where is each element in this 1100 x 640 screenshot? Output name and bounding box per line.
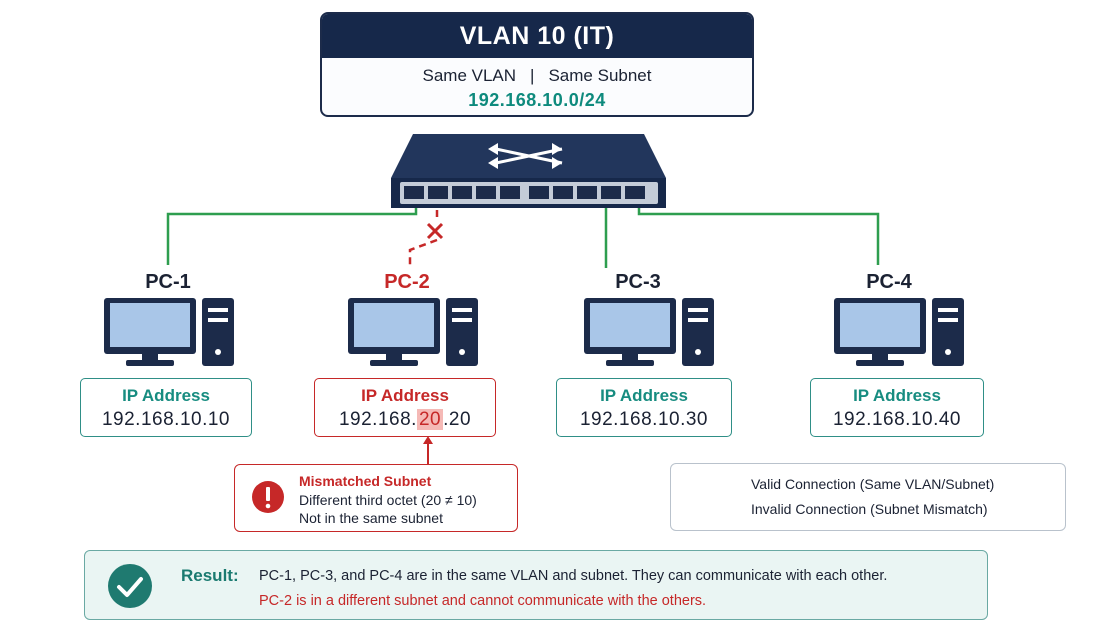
pc2-ip-box: IP Address 192.168.20.20 [314, 378, 496, 437]
pc4-ip-value: 192.168.10.40 [832, 409, 961, 430]
ip-address-label: IP Address [600, 386, 688, 405]
ip-suffix: .20 [443, 409, 472, 430]
vlan-subnet: 192.168.10.0/24 [468, 90, 606, 110]
ip-address-label: IP Address [853, 386, 941, 405]
mismatch-line-2: Not in the same subnet [299, 510, 443, 526]
network-switch [391, 134, 666, 208]
legend: Valid Connection (Same VLAN/Subnet) Inva… [670, 463, 1066, 531]
pc4-ip-box: IP Address 192.168.10.40 [810, 378, 984, 437]
pc3-ip-box: IP Address 192.168.10.30 [556, 378, 732, 437]
switch-arrows-icon [488, 143, 563, 169]
mismatch-callout: Mismatched Subnet Different third octet … [234, 464, 518, 532]
switch-port [500, 186, 520, 199]
result-line-1: PC-1, PC-3, and PC-4 are in the same VLA… [259, 568, 888, 584]
switch-port [577, 186, 597, 199]
switch-port [428, 186, 448, 199]
computer-icon [834, 298, 964, 366]
pc2-label: PC-2 [384, 271, 430, 293]
computer-icon [348, 298, 478, 366]
header-separator: | [530, 66, 535, 85]
pc3-ip-value: 192.168.10.30 [579, 409, 708, 430]
vlan-header-panel: VLAN 10 (IT) Same VLAN | Same Subnet 192.1… [320, 12, 754, 117]
switch-port [553, 186, 573, 199]
switch-port [601, 186, 621, 199]
result-line-2: PC-2 is in a different subnet and cannot… [259, 593, 707, 609]
computer-icon [104, 298, 234, 366]
pc1-ip-box: IP Address 192.168.10.10 [80, 378, 252, 437]
result-panel: Result: PC-1, PC-3, and PC-4 are in the … [84, 550, 988, 620]
same-vlan-text: Same VLAN [422, 66, 517, 85]
alert-icon [252, 481, 284, 513]
mismatch-pointer [423, 436, 433, 464]
pc2-ip-value: 192.168.20.20 [315, 409, 495, 431]
pc1-label: PC-1 [145, 271, 191, 293]
connection-pc1 [166, 198, 418, 265]
legend-invalid-text: Invalid Connection (Subnet Mismatch) [751, 501, 988, 517]
mismatched-octet: 20 [416, 409, 444, 430]
computer-icon [584, 298, 714, 366]
ip-prefix: 192.168. [338, 409, 417, 430]
result-label: Result: [181, 566, 239, 585]
switch-port [529, 186, 549, 199]
check-icon [108, 564, 152, 608]
ip-address-label: IP Address [122, 386, 210, 405]
legend-valid-text: Valid Connection (Same VLAN/Subnet) [751, 476, 995, 492]
switch-port [452, 186, 472, 199]
switch-port [404, 186, 424, 199]
pc3-label: PC-3 [615, 271, 661, 293]
same-subnet-text: Same Subnet [548, 66, 652, 85]
blocked-x-icon [426, 222, 444, 240]
connection-pc4 [637, 198, 880, 265]
mismatch-title: Mismatched Subnet [299, 473, 432, 489]
mismatch-line-1: Different third octet (20 ≠ 10) [299, 492, 477, 508]
pc4-label: PC-4 [866, 271, 912, 293]
vlan-title: VLAN 10 (IT) [322, 14, 752, 58]
switch-port [476, 186, 496, 199]
pc1-ip-value: 192.168.10.10 [101, 409, 230, 430]
switch-port [625, 186, 645, 199]
ip-address-label: IP Address [361, 386, 449, 405]
